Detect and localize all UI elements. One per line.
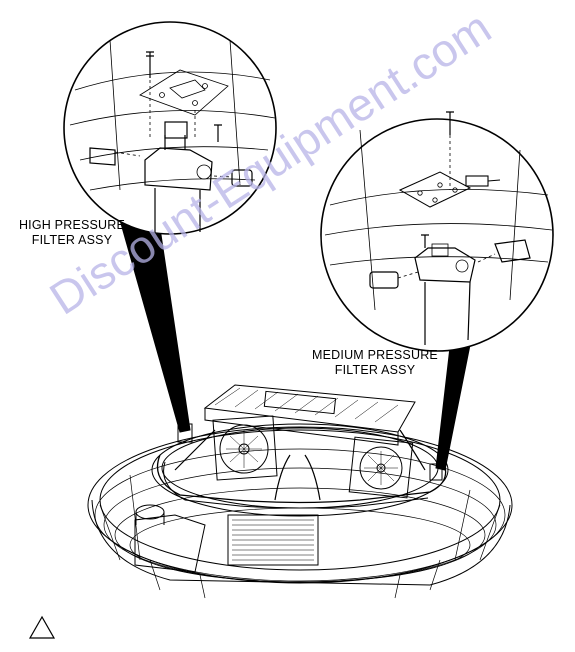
high-pressure-detail <box>63 21 277 235</box>
left-fan <box>212 415 278 481</box>
front-radiator <box>227 514 319 566</box>
fuel-tank <box>134 504 206 573</box>
high-pressure-callout-pointer <box>119 219 191 433</box>
medium-pressure-label-line1: MEDIUM PRESSURE <box>312 348 438 362</box>
medium-pressure-detail <box>320 111 554 352</box>
high-pressure-label-line2: FILTER ASSY <box>31 233 113 247</box>
high-pressure-filter-label: HIGH PRESSURE FILTER ASSY <box>2 218 142 248</box>
medium-pressure-filter-label: MEDIUM PRESSURE FILTER ASSY <box>300 348 450 378</box>
hoses <box>174 429 426 501</box>
base-skirt <box>91 499 511 586</box>
triangle-icon <box>28 615 56 639</box>
medium-pressure-label-line2: FILTER ASSY <box>334 363 416 377</box>
top-grill <box>203 384 416 446</box>
upper-deck <box>151 423 449 517</box>
right-fan <box>348 436 414 499</box>
high-pressure-label-line1: HIGH PRESSURE <box>18 218 126 232</box>
tube-frame <box>156 454 447 504</box>
